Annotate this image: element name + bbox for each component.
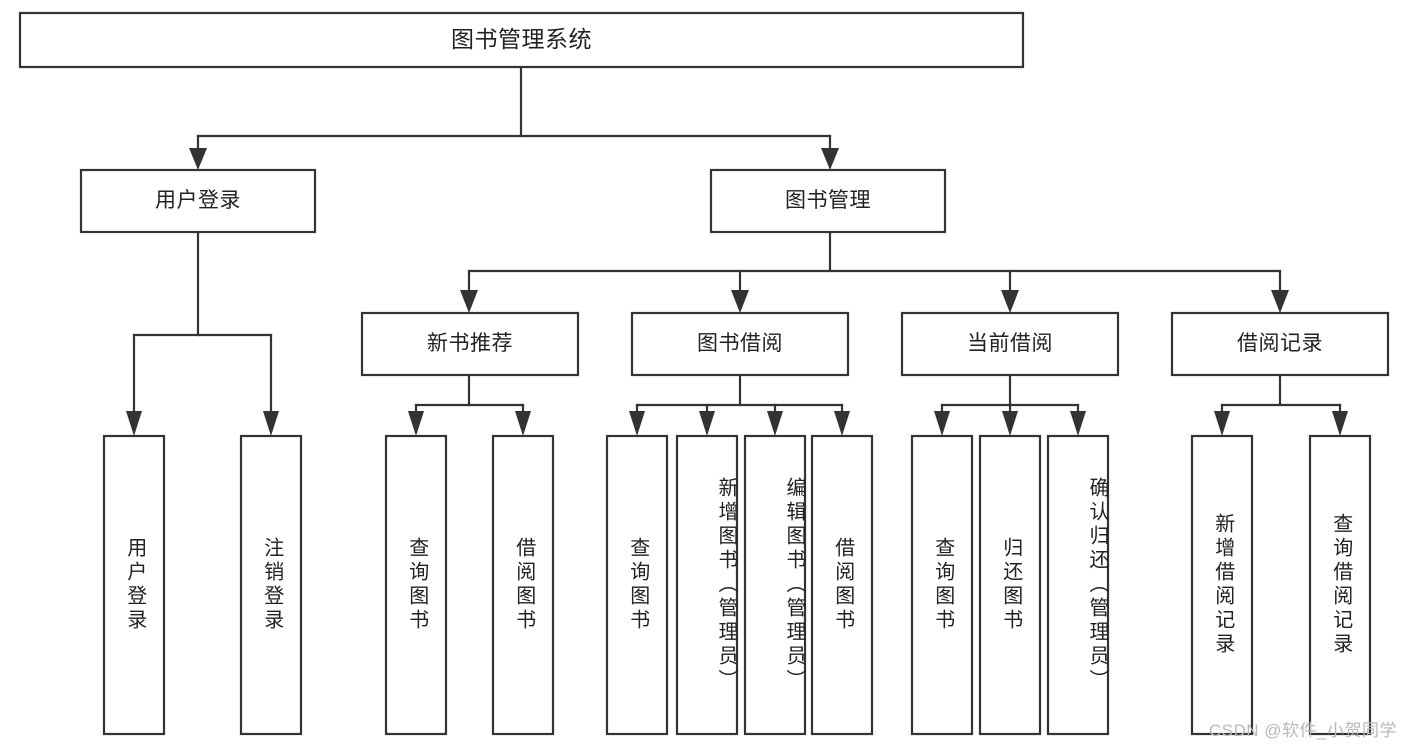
node-box-book-manage[interactable] (709, 168, 947, 234)
arrowhead-leaf-add-record (1214, 411, 1230, 436)
arrowhead-new-book-recommend (460, 290, 478, 313)
arrowhead-leaf-borrow-book-1 (515, 411, 531, 436)
node-box-borrow-record[interactable] (1170, 311, 1390, 377)
arrowhead-leaf-user-login (126, 411, 142, 436)
csdn-watermark: CSDN @软件_小贺同学 (1208, 721, 1397, 740)
node-box-leaf-query-book-2[interactable] (605, 434, 669, 736)
node-box-leaf-add-record[interactable] (1190, 434, 1254, 736)
connectors-current-borrow-to-leaves (934, 373, 1086, 436)
arrowhead-leaf-return-book (1002, 411, 1018, 436)
node-box-leaf-confirm-return[interactable] (1046, 434, 1110, 736)
node-box-leaf-query-book-1[interactable] (384, 434, 448, 736)
node-box-leaf-edit-book[interactable] (743, 434, 807, 736)
arrowhead-leaf-query-book-1 (408, 411, 424, 436)
arrowhead-leaf-borrow-book-2 (834, 411, 850, 436)
node-box-leaf-return-book[interactable] (978, 434, 1042, 736)
arrowhead-leaf-query-record (1332, 411, 1348, 436)
arrowhead-leaf-add-book (699, 411, 715, 436)
arrowhead-user-login (189, 148, 207, 170)
node-box-book-borrow[interactable] (630, 311, 850, 377)
arrowhead-leaf-logout-login (263, 411, 279, 436)
node-box-user-login[interactable] (79, 168, 317, 234)
node-box-root[interactable] (18, 11, 1025, 69)
node-box-current-borrow[interactable] (900, 311, 1120, 377)
node-box-leaf-borrow-book-1[interactable] (491, 434, 555, 736)
arrowhead-current-borrow (1001, 290, 1019, 313)
node-box-leaf-borrow-book-2[interactable] (810, 434, 874, 736)
node-box-leaf-add-book[interactable] (675, 434, 739, 736)
arrowhead-book-manage (821, 148, 839, 170)
arrowhead-book-borrow (731, 290, 749, 313)
node-box-leaf-logout-login[interactable] (239, 434, 303, 736)
arrowhead-borrow-record (1271, 290, 1289, 313)
arrowhead-leaf-confirm-return (1070, 411, 1086, 436)
node-box-leaf-query-record[interactable] (1308, 434, 1372, 736)
connectors-borrow-record-to-leaves (1214, 373, 1348, 436)
node-box-leaf-query-book-3[interactable] (910, 434, 974, 736)
arrowhead-leaf-query-book-3 (934, 411, 950, 436)
connectors-book-borrow-to-leaves (629, 373, 850, 436)
node-box-leaf-user-login[interactable] (102, 434, 166, 736)
arrowhead-leaf-edit-book (767, 411, 783, 436)
connectors-new-book-to-leaves (408, 373, 531, 436)
connectors-user-login-to-leaves (126, 230, 279, 436)
node-box-new-book-recommend[interactable] (360, 311, 580, 377)
arrowhead-leaf-query-book-2 (629, 411, 645, 436)
connectors-root-to-level2 (189, 65, 839, 170)
connectors-book-manage-to-level3 (460, 230, 1289, 313)
